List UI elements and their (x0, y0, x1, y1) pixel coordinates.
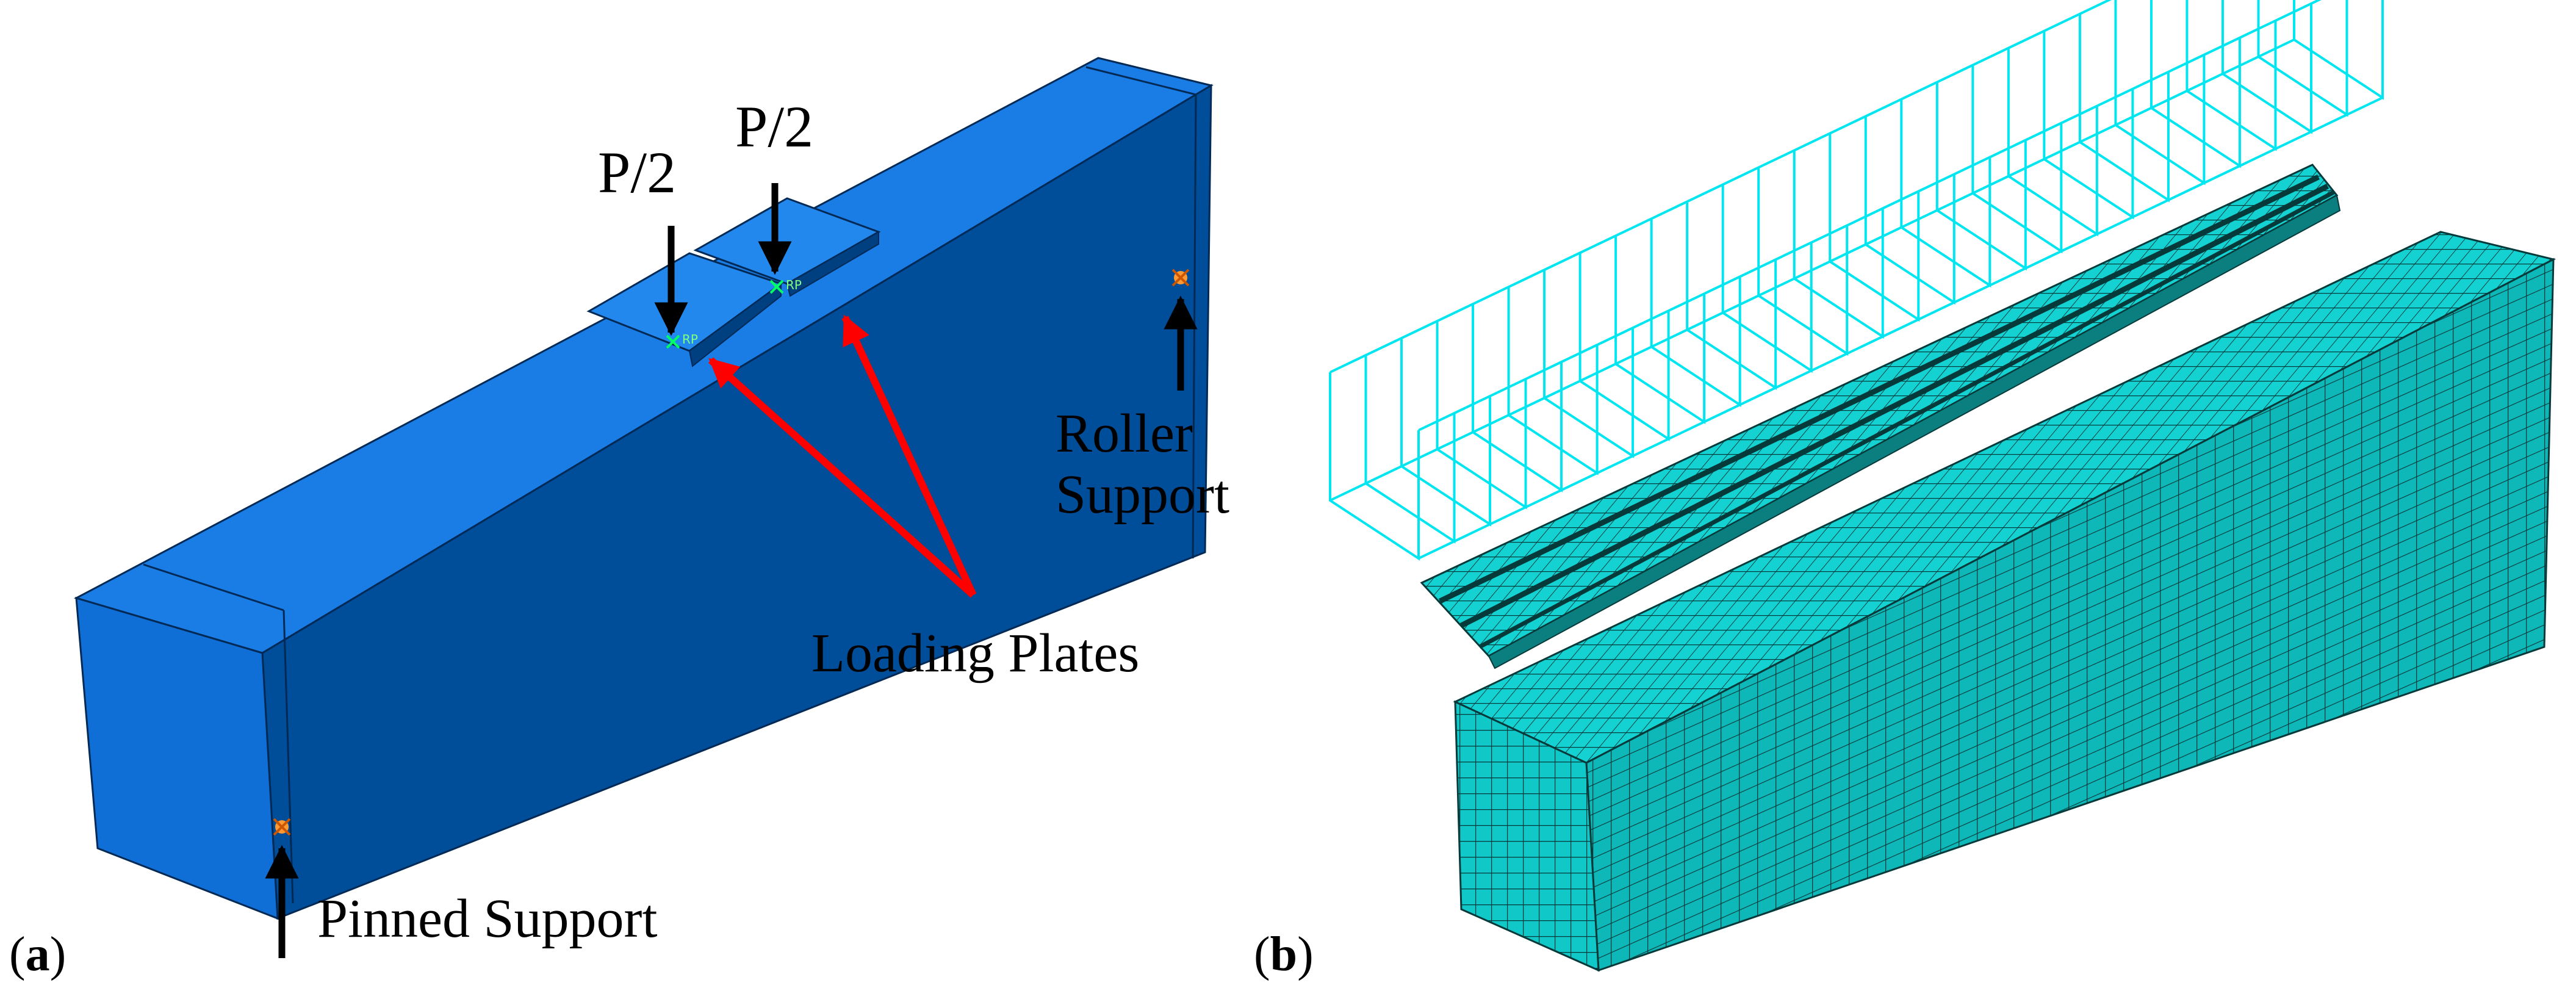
panel-a-caption-open: ( (9, 928, 26, 981)
stirrup-frame (1472, 304, 1563, 492)
stirrup-frame (1436, 321, 1527, 510)
stirrup-frame (2150, 0, 2241, 168)
stirrup-frame (1400, 338, 1492, 527)
roller-support-marker (1171, 269, 1190, 287)
longitudinal-bar (1418, 96, 2383, 560)
longitudinal-bar (1418, 0, 2322, 431)
panel-b-caption-letter: b (1270, 928, 1298, 981)
stirrup-frame (2257, 0, 2348, 117)
stirrup-frame (2114, 0, 2206, 186)
loading-plates-arrow-1 (708, 357, 976, 598)
stirrup-cage (1329, 0, 2384, 561)
rebar-rib-2 (1459, 183, 2330, 629)
stirrup-frame (1793, 150, 1884, 339)
stirrup-frame (1721, 184, 1813, 373)
longitudinal-bar (1329, 0, 2112, 373)
stirrup-frame (1329, 372, 1420, 561)
stirrup-frame (2293, 0, 2384, 100)
stirrup-frame (1757, 167, 1849, 356)
beam-partition-left (143, 563, 284, 611)
concrete-mesh-block (1453, 231, 2556, 972)
longitudinal-bar (1329, 38, 2295, 502)
panel-a-caption: (a) (9, 928, 66, 981)
pinned-support-marker (273, 818, 291, 836)
roller-support-label-line1: Roller (1056, 403, 1193, 464)
stirrup-frame (1686, 201, 1777, 391)
stirrup-frame (2043, 31, 2134, 220)
load-label-left: P/2 (598, 140, 676, 205)
pinned-support-label: Pinned Support (317, 889, 658, 949)
panel-b-caption: (b) (1254, 928, 1314, 981)
load-label-right: P/2 (735, 94, 813, 159)
stirrup-frame (1864, 116, 1955, 305)
panel-a: RP RP P/2 P/2 Loading Plates Roller Supp… (9, 57, 1229, 981)
loading-plate-left-edge (688, 283, 782, 367)
stirrup-frame (1900, 99, 1991, 288)
stirrup-frame (1578, 253, 1670, 441)
stirrup-frame (1935, 82, 2027, 271)
roller-support-label-line2: Support (1056, 464, 1229, 525)
loading-plates-arrow-2 (841, 314, 977, 597)
rebar-rib-3 (1478, 190, 2335, 649)
panel-a-caption-letter: a (26, 928, 50, 981)
stirrup-frame (2007, 48, 2098, 237)
stirrup-frame (1543, 270, 1635, 458)
loading-plate-right-edge (786, 231, 879, 297)
panel-b-caption-close: ) (1297, 928, 1314, 981)
stirrup-frame (1507, 287, 1599, 475)
panel-a-caption-close: ) (50, 928, 67, 981)
stirrup-frame (2186, 0, 2277, 151)
panel-b-caption-open: ( (1254, 928, 1270, 981)
stirrup-frame (2078, 13, 2170, 203)
rebar-mesh-edge (1488, 194, 2341, 669)
loading-plates-label: Loading Plates (811, 623, 1139, 683)
mesh-block-front (1454, 700, 1600, 972)
stirrup-frame (1614, 236, 1706, 424)
rebar-rib-1 (1439, 174, 2320, 604)
stirrup-frame (1650, 218, 1741, 408)
rp-label-right: RP (786, 278, 802, 292)
beam-front-face (75, 596, 279, 920)
panel-b: (b) (1254, 0, 2556, 981)
beam-partition-right (1085, 66, 1196, 96)
reinforcement-mesh (1420, 164, 2341, 669)
rp-marker-right: RP (769, 278, 802, 294)
stirrup-frame (1829, 133, 1920, 322)
stirrup-frame (2221, 0, 2312, 134)
beam-solid-model: RP RP (74, 57, 1214, 920)
stirrup-frame (1364, 355, 1456, 544)
rp-label-left: RP (682, 332, 698, 347)
stirrup-frame (1971, 65, 2063, 254)
